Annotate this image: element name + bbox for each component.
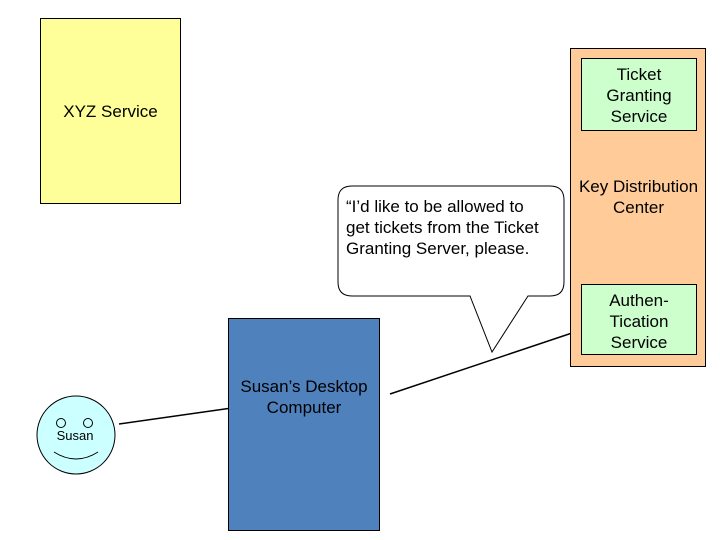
ticket-granting-service-label: Ticket Granting Service	[606, 65, 672, 126]
susan-right-eye	[83, 418, 93, 428]
arrow-desktop-to-authentication	[389, 329, 582, 395]
speech-bubble-text: “I’d like to be allowed to get tickets f…	[346, 197, 539, 258]
susan-left-eye	[56, 418, 66, 428]
xyz-service-label: XYZ Service	[63, 102, 158, 121]
susan-smile	[53, 451, 99, 460]
xyz-service-box: XYZ Service	[40, 18, 181, 204]
ticket-granting-service-box: Ticket Granting Service	[581, 58, 697, 131]
desktop-computer-label: Susan’s Desktop Computer	[240, 377, 368, 417]
susan-face	[36, 395, 116, 475]
authentication-service-box: Authen-Tication Service	[581, 284, 697, 355]
key-distribution-center-label: Key Distribution Center	[578, 177, 699, 217]
authentication-service-label: Authen-Tication Service	[609, 291, 669, 352]
desktop-computer-box: Susan’s Desktop Computer	[228, 318, 380, 531]
speech-bubble	[337, 185, 565, 354]
susan-label: Susan	[56, 428, 94, 443]
